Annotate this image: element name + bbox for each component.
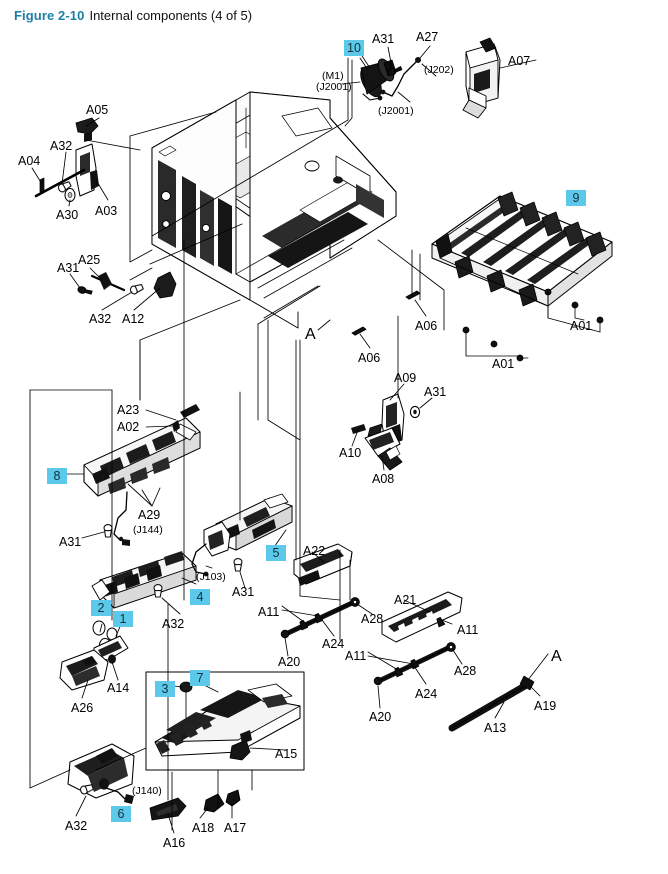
lbl-a31-top: A31 (372, 32, 395, 46)
lbl-a25: A25 (78, 253, 101, 267)
bracket-assembly-6 (67, 743, 135, 804)
lbl-a31-a29: A31 (59, 535, 82, 549)
callout-4[interactable]: 4 (190, 589, 210, 605)
bottom-small-parts (149, 789, 241, 821)
lbl-a06-mid: A06 (358, 351, 381, 365)
sensor-bracket-assembly (351, 393, 421, 471)
lbl-a32-tl: A32 (50, 139, 73, 153)
lbl-a01-mid: A01 (492, 357, 515, 371)
callout-3[interactable]: 3 (155, 681, 175, 697)
transfer-roller-a13 (448, 675, 535, 732)
leader-lines (29, 45, 601, 834)
callout-2[interactable]: 2 (91, 600, 111, 616)
lbl-a19: A19 (534, 699, 557, 713)
lbl-a20-1: A20 (278, 655, 301, 669)
lbl-a07: A07 (508, 54, 531, 68)
lbl-a02: A02 (117, 420, 140, 434)
figure-caption: Figure 2-10 Internal components (4 of 5) (14, 8, 252, 24)
lbl-a-right: A (551, 648, 562, 665)
lbl-a15: A15 (275, 747, 298, 761)
figure-title: Internal components (4 of 5) (89, 8, 253, 23)
callout-10[interactable]: 10 (344, 40, 364, 56)
lbl-a26: A26 (71, 701, 94, 715)
lbl-j202: (J202) (424, 64, 454, 76)
lower-guide-assembly-4 (91, 551, 197, 609)
lbl-a32-l: A32 (89, 312, 112, 326)
lbl-a24-1: A24 (322, 637, 345, 651)
laser-scanner-box-7 (145, 671, 305, 771)
lbl-j103: (J103) (196, 571, 226, 583)
pickup-roller-group-right (373, 591, 463, 686)
lbl-a27: A27 (416, 30, 439, 44)
lbl-a09: A09 (394, 371, 417, 385)
callout-9[interactable]: 9 (566, 190, 586, 206)
lbl-a17: A17 (224, 821, 247, 835)
callout-8[interactable]: 8 (47, 468, 67, 484)
lbl-a-mid: A (305, 326, 316, 343)
lbl-j144: (J144) (133, 524, 163, 536)
lbl-a13: A13 (484, 721, 507, 735)
lbl-a24-2: A24 (415, 687, 438, 701)
lbl-a01-right: A01 (570, 319, 593, 333)
lbl-a10: A10 (339, 446, 362, 460)
lbl-a23: A23 (117, 403, 140, 417)
lbl-j140: (J140) (132, 785, 162, 797)
lbl-a28-1: A28 (361, 612, 384, 626)
paper-tray-assembly-9 (431, 191, 613, 307)
callout-1[interactable]: 1 (113, 611, 133, 627)
lbl-a29: A29 (138, 508, 161, 522)
lbl-a05: A05 (86, 103, 109, 117)
lbl-a22: A22 (303, 544, 326, 558)
main-chassis-assembly (151, 91, 397, 329)
lbl-a31-a09: A31 (424, 385, 447, 399)
lbl-a32-c4: A32 (162, 617, 185, 631)
registration-assembly-5 (191, 493, 293, 577)
callout-7[interactable]: 7 (190, 670, 210, 686)
callout-5[interactable]: 5 (266, 545, 286, 561)
lbl-a08: A08 (372, 472, 395, 486)
lbl-a28-2: A28 (454, 664, 477, 678)
lbl-a21: A21 (394, 593, 417, 607)
lbl-j2001-bot: (J2001) (378, 105, 414, 117)
lbl-a16: A16 (163, 836, 186, 850)
lbl-a18: A18 (192, 821, 215, 835)
small-roller-group-bottom-left (59, 620, 129, 691)
lbl-a14: A14 (107, 681, 130, 695)
lbl-a11-2: A11 (457, 623, 479, 637)
lbl-m1: (M1) (322, 70, 344, 82)
figure-number: Figure 2-10 (14, 8, 85, 23)
lbl-a20-2: A20 (369, 710, 392, 724)
lbl-a11-1: A11 (258, 605, 280, 619)
lbl-a04: A04 (18, 154, 41, 168)
lbl-a30: A30 (56, 208, 79, 222)
motor-assembly-10 (360, 37, 501, 119)
lbl-a31-l: A31 (57, 261, 80, 275)
lbl-a31-j103: A31 (232, 585, 255, 599)
left-mid-small-parts (76, 271, 177, 299)
paper-guide-assembly-8 (83, 404, 201, 546)
lbl-a32-bot: A32 (65, 819, 88, 833)
lbl-a06-right: A06 (415, 319, 438, 333)
callout-6[interactable]: 6 (111, 806, 131, 822)
pickup-roller-group-left (280, 543, 360, 639)
lbl-j2001-left: (J2001) (316, 81, 352, 93)
lbl-a11-3: A11 (345, 649, 367, 663)
left-top-assembly (34, 117, 99, 202)
lbl-a12: A12 (122, 312, 145, 326)
lbl-a03: A03 (95, 204, 118, 218)
